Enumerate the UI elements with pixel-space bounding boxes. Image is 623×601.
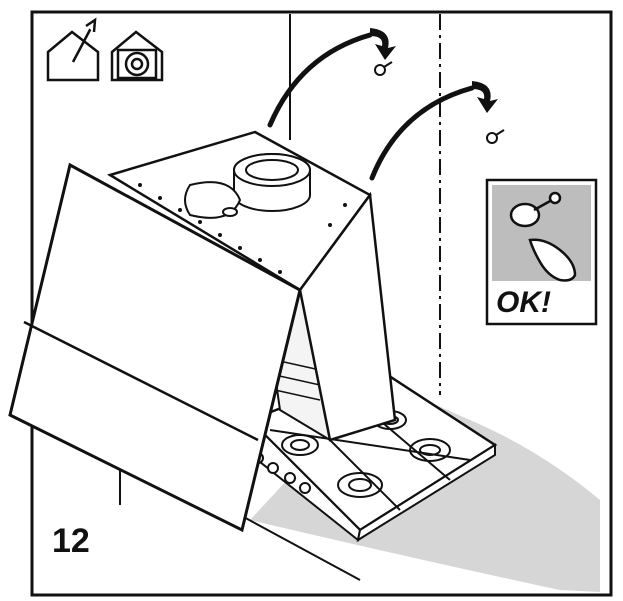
chimney-arc-right xyxy=(369,85,475,181)
worktop-front-line xyxy=(239,514,361,581)
house-outdoor-vent-icon xyxy=(46,17,100,82)
hood-front-panel xyxy=(8,162,302,533)
step-number: 12 xyxy=(52,522,90,560)
screw-icon xyxy=(374,61,393,76)
rotate-arrow-icon xyxy=(472,81,498,113)
screw-icon xyxy=(486,129,505,144)
house-recirculation-icon xyxy=(110,30,164,82)
air-outlet-collar xyxy=(184,153,311,219)
chimney-arc-left xyxy=(267,32,373,128)
rotate-arrow-icon xyxy=(370,28,396,60)
screw-keyhole-detail-icon xyxy=(509,191,577,282)
ok-inset-panel xyxy=(485,178,598,326)
ok-label: OK! xyxy=(496,286,551,319)
